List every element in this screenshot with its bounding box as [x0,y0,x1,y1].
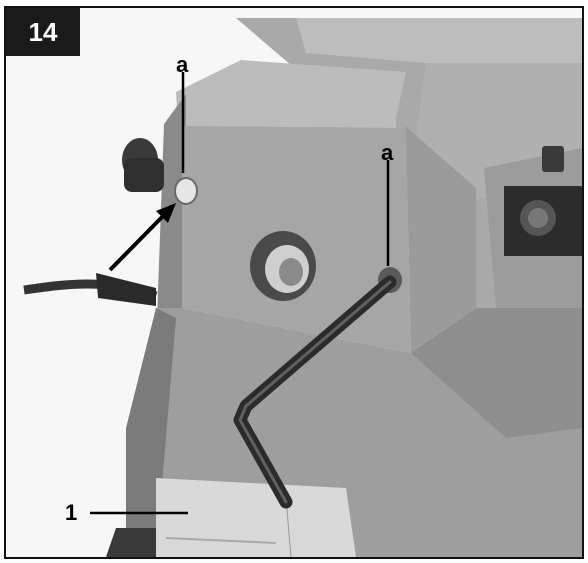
machine-photo [6,8,582,557]
callout-1: 1 [65,500,78,525]
rating-plate [156,478,356,557]
callout-a-right: a [381,140,394,165]
arrow-pointer-icon [108,211,168,272]
figure-frame: 14 a a 1 [4,6,584,559]
figure-number-badge: 14 [6,8,80,56]
block-left-face [156,94,186,348]
screw-hole-left [174,177,198,205]
callout-a-left: a [176,52,189,77]
